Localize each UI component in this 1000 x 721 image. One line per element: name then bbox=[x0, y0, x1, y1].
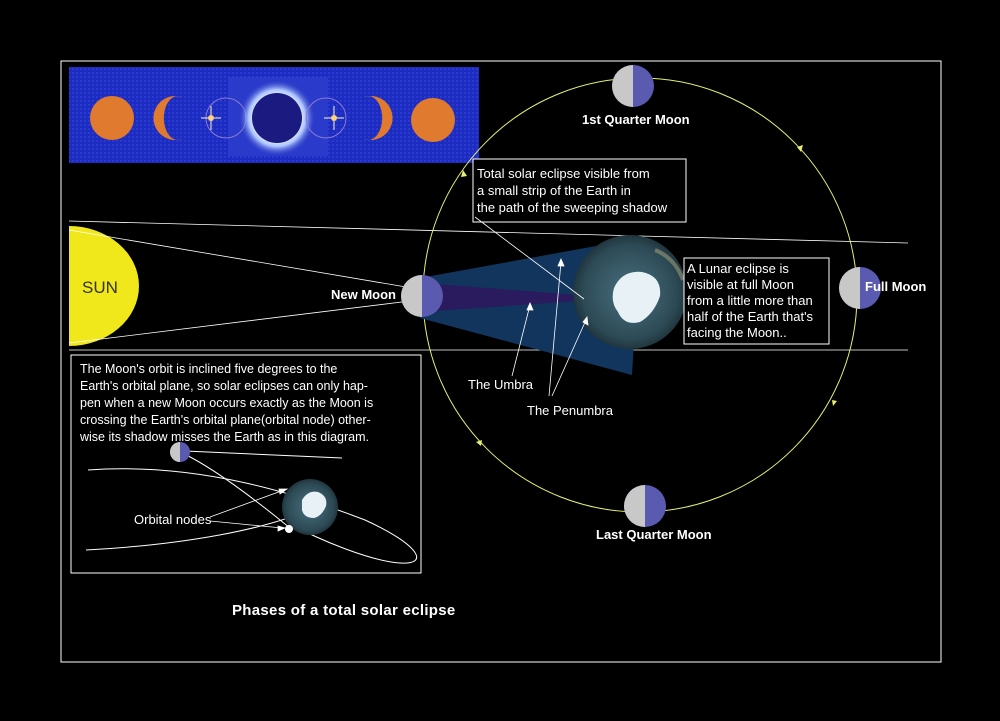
orbit-note-line-4: crossing the Earth's orbital plane(orbit… bbox=[80, 413, 371, 427]
umbra-label: The Umbra bbox=[468, 377, 534, 392]
node-pointers bbox=[209, 488, 289, 532]
orbit-note-line-5: wise its shadow misses the Earth as in t… bbox=[79, 430, 369, 444]
orbital-node-dot bbox=[285, 525, 293, 533]
sun bbox=[69, 226, 139, 346]
full-moon-label: Full Moon bbox=[865, 279, 926, 294]
first-quarter-moon bbox=[612, 65, 654, 107]
lunar-note-line-4: half of the Earth that's bbox=[687, 309, 814, 324]
orbit-note-line-3: pen when a new Moon occurs exactly as th… bbox=[80, 396, 373, 410]
solar-note-line-3: the path of the sweeping shadow bbox=[477, 200, 668, 215]
penumbra-label: The Penumbra bbox=[527, 403, 614, 418]
sunlight-lines bbox=[68, 220, 909, 351]
phase-crescent-right bbox=[364, 96, 393, 140]
eclipsed-sun bbox=[252, 93, 302, 143]
orbital-nodes-label: Orbital nodes bbox=[134, 512, 212, 527]
first-quarter-label: 1st Quarter Moon bbox=[582, 112, 690, 127]
orbit-note-line-1: The Moon's orbit is inclined five degree… bbox=[80, 362, 337, 376]
solar-note-line-2: a small strip of the Earth in bbox=[477, 183, 631, 198]
last-quarter-moon bbox=[624, 485, 666, 527]
lunar-note-line-3: from a little more than bbox=[687, 293, 813, 308]
lunar-eclipse-note: A Lunar eclipse is visible at full Moon … bbox=[683, 257, 830, 345]
earth bbox=[573, 235, 687, 349]
shadow-pointers bbox=[511, 257, 589, 397]
solar-note-pointer bbox=[474, 216, 585, 300]
orbit-arrows bbox=[461, 145, 837, 446]
lunar-note-line-5: facing the Moon.. bbox=[687, 325, 787, 340]
lunar-note-line-2: visible at full Moon bbox=[687, 277, 794, 292]
solar-eclipse-note: Total solar eclipse visible from a small… bbox=[472, 158, 687, 223]
new-moon-label: New Moon bbox=[331, 287, 396, 302]
umbra bbox=[422, 283, 592, 312]
sun-label: SUN bbox=[82, 278, 118, 297]
phase-sun-full-right bbox=[411, 98, 455, 142]
diamond-ring-right bbox=[305, 97, 347, 139]
last-quarter-label: Last Quarter Moon bbox=[596, 527, 712, 542]
panel-moon bbox=[170, 442, 190, 462]
panel-earth bbox=[282, 479, 338, 535]
solar-note-line-1: Total solar eclipse visible from bbox=[477, 166, 650, 181]
lunar-note-line-1: A Lunar eclipse is bbox=[687, 261, 789, 276]
full-moon bbox=[839, 267, 881, 309]
phases-banner bbox=[69, 67, 479, 163]
orbit-inclination-panel: The Moon's orbit is inclined five degree… bbox=[70, 354, 422, 574]
new-moon bbox=[401, 275, 443, 317]
diagram-title: Phases of a total solar eclipse bbox=[232, 602, 456, 619]
phase-crescent-left bbox=[153, 96, 182, 140]
orbit-note-line-2: Earth's orbital plane, so solar eclipses… bbox=[80, 379, 368, 393]
phase-sun-full-left bbox=[90, 96, 134, 140]
